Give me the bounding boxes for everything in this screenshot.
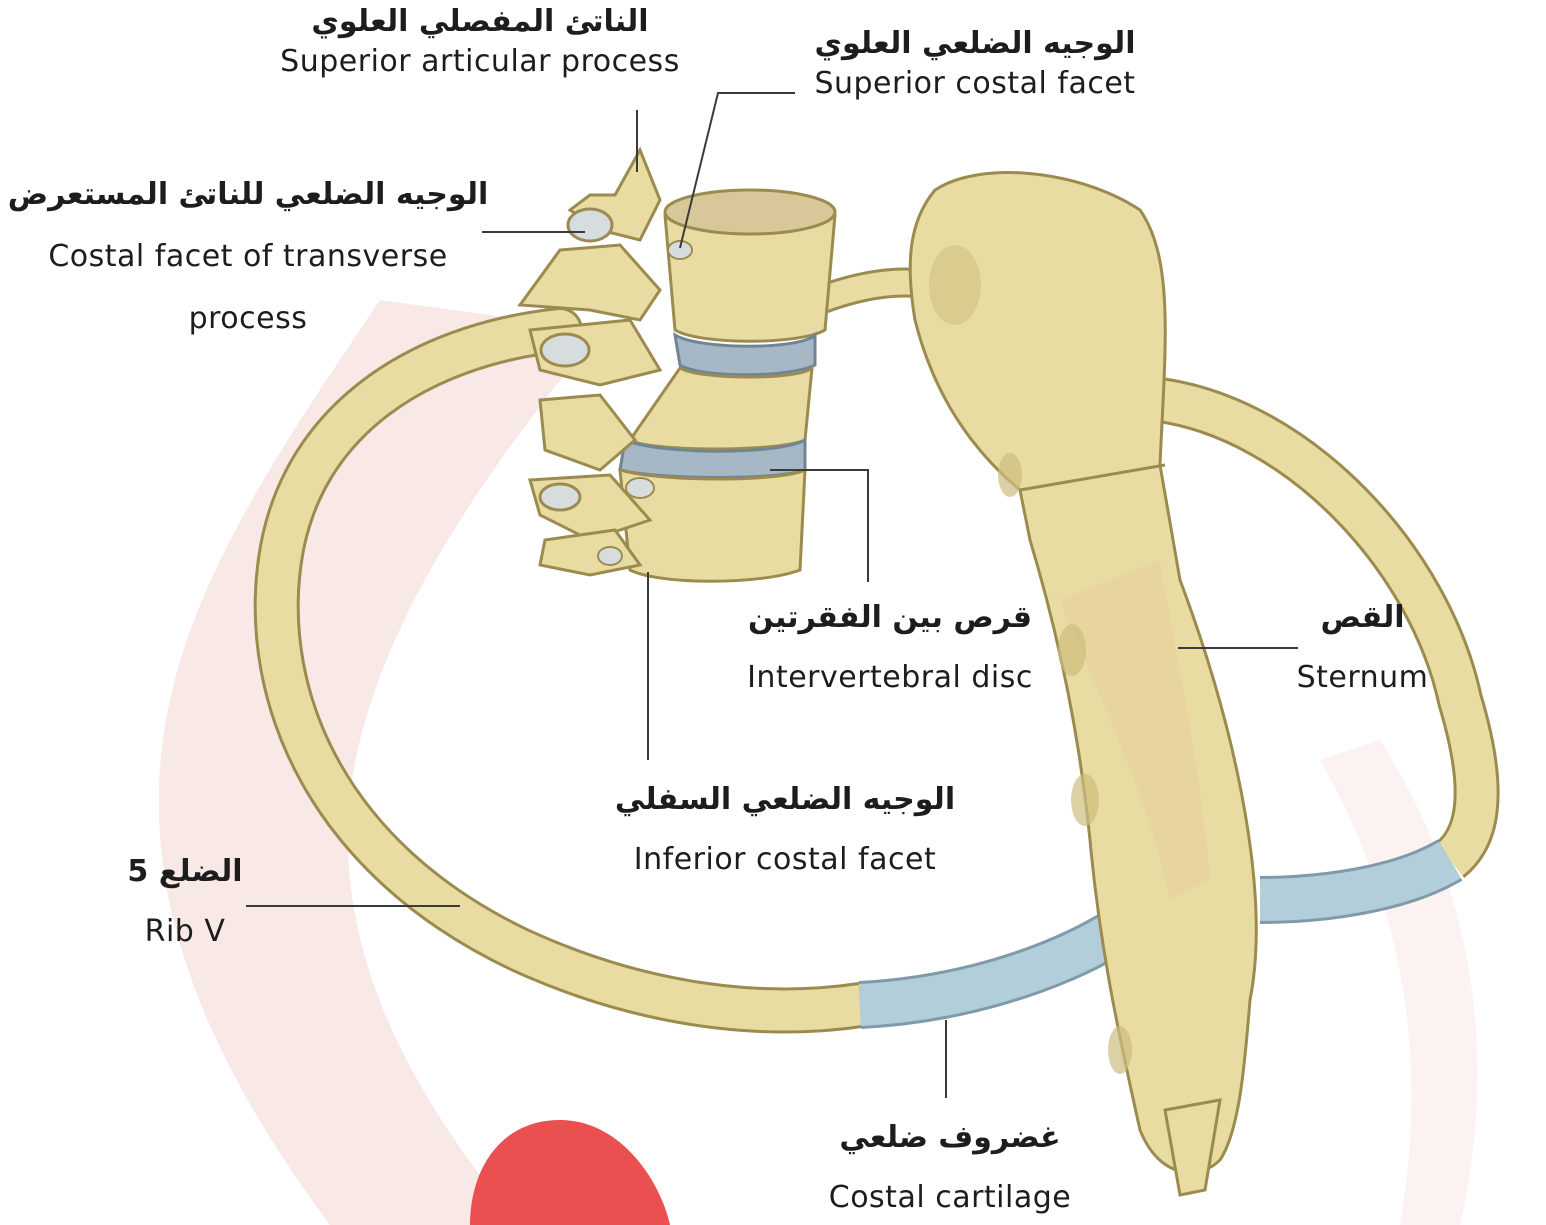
label-en-line2: process xyxy=(0,299,496,339)
label-en: Superior costal facet xyxy=(790,64,1160,104)
label-sternum: القص Sternum xyxy=(1275,598,1450,698)
label-en: Intervertebral disc xyxy=(725,658,1055,698)
label-en: Inferior costal facet xyxy=(600,840,970,880)
label-costal-cartilage: غضروف ضلعي Costal cartilage xyxy=(800,1118,1100,1218)
label-ar: غضروف ضلعي xyxy=(800,1118,1100,1158)
label-superior-costal-facet: الوجيه الضلعي العلوي Superior costal fac… xyxy=(790,24,1160,104)
label-ar: الوجيه الضلعي العلوي xyxy=(790,24,1160,64)
label-en: Sternum xyxy=(1275,658,1450,698)
label-ar: الناتئ المفصلي العلوي xyxy=(250,2,710,42)
label-superior-articular-process: الناتئ المفصلي العلوي Superior articular… xyxy=(250,2,710,82)
label-costal-facet-transverse: الوجيه الضلعي للناتئ المستعرض Costal fac… xyxy=(0,175,496,339)
label-en: Costal cartilage xyxy=(800,1178,1100,1218)
logo-mark xyxy=(470,1120,670,1225)
label-inferior-costal-facet: الوجيه الضلعي السفلي Inferior costal fac… xyxy=(600,780,970,880)
label-en: Superior articular process xyxy=(250,42,710,82)
label-ar: الضلع 5 xyxy=(110,852,260,892)
label-ar: القص xyxy=(1275,598,1450,638)
label-ar: الوجيه الضلعي للناتئ المستعرض xyxy=(0,175,496,215)
label-en-line1: Costal facet of transverse xyxy=(0,237,496,277)
label-intervertebral-disc: قرص بين الفقرتين Intervertebral disc xyxy=(725,598,1055,698)
vertebrae xyxy=(520,150,835,581)
label-en: Rib V xyxy=(110,912,260,952)
label-rib-v: الضلع 5 Rib V xyxy=(110,852,260,952)
label-ar: قرص بين الفقرتين xyxy=(725,598,1055,638)
label-ar: الوجيه الضلعي السفلي xyxy=(600,780,970,820)
